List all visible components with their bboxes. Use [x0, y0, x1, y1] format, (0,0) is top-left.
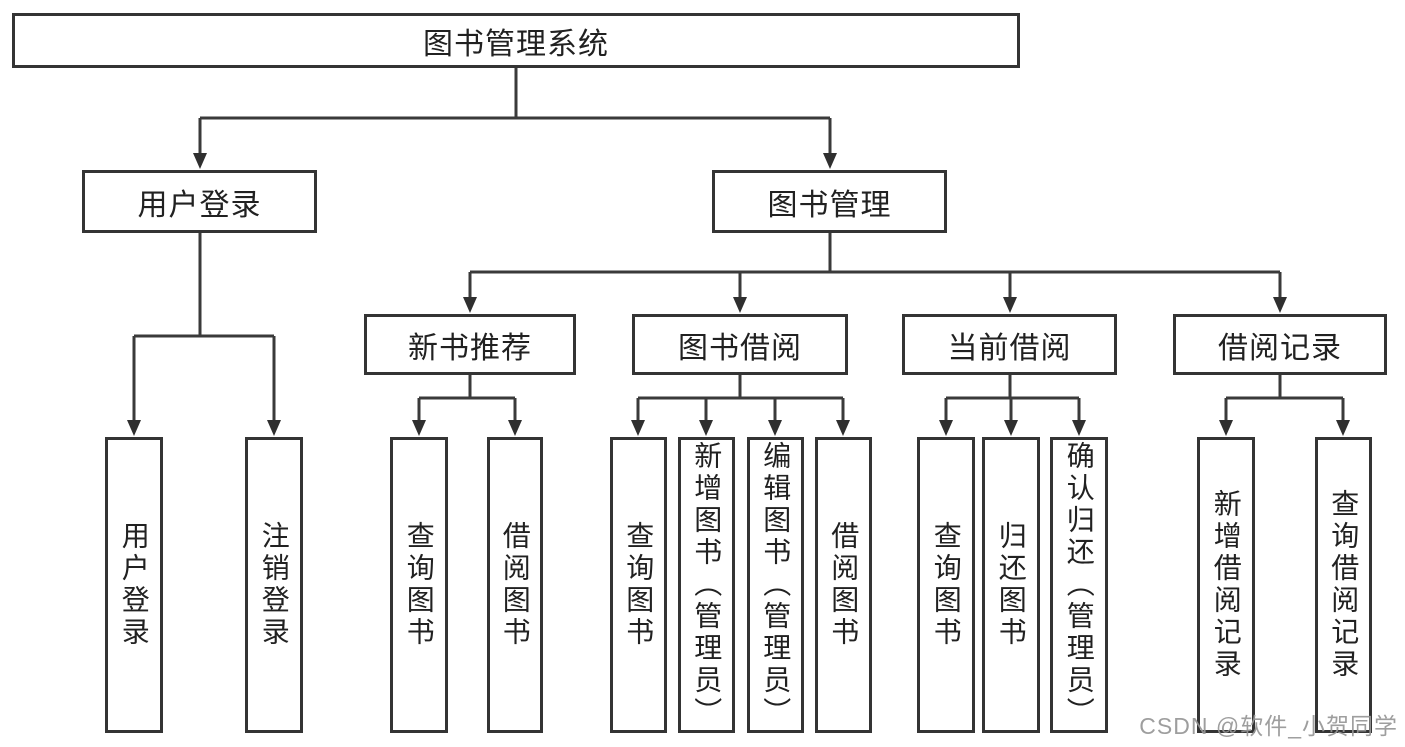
arrowhead — [733, 297, 747, 313]
arrowhead — [1219, 420, 1233, 436]
arrowhead — [1004, 420, 1018, 436]
node-user-login-module: 用户登录 — [82, 170, 317, 233]
arrowhead — [267, 420, 281, 436]
arrowhead — [1003, 297, 1017, 313]
connector-current-borrow-to-children — [944, 375, 1081, 422]
leaf-user-login: 用户登录 — [105, 437, 163, 733]
arrowheads — [127, 153, 1350, 436]
connector-root-to-modules — [198, 68, 832, 154]
node-book-management-module-label: 图书管理 — [767, 188, 892, 222]
leaf-query-books-recommend-label: 查询图书 — [403, 521, 435, 649]
leaf-add-books-admin: 新增图书（管理员） — [678, 437, 735, 733]
node-book-management-module: 图书管理 — [712, 170, 947, 233]
leaf-add-borrow-record: 新增借阅记录 — [1197, 437, 1255, 733]
leaf-add-books-admin-label: 新增图书（管理员） — [691, 441, 723, 729]
leaf-query-borrow-record: 查询借阅记录 — [1315, 437, 1372, 733]
node-new-book-recommend-label: 新书推荐 — [408, 331, 532, 365]
leaf-logout: 注销登录 — [245, 437, 303, 733]
leaf-query-books-current: 查询图书 — [917, 437, 975, 733]
connector-user-login-to-children — [132, 233, 276, 422]
csdn-watermark: CSDN @软件_小贺同学 — [1139, 713, 1398, 739]
leaf-query-borrow-record-label: 查询借阅记录 — [1328, 489, 1360, 681]
leaf-add-borrow-record-label: 新增借阅记录 — [1210, 489, 1242, 681]
node-root-label: 图书管理系统 — [423, 27, 609, 61]
leaf-query-books-current-label: 查询图书 — [930, 521, 962, 649]
arrowhead — [193, 153, 207, 169]
node-book-borrow-label: 图书借阅 — [678, 331, 802, 365]
leaf-query-books-borrow: 查询图书 — [610, 437, 667, 733]
leaf-query-books-recommend: 查询图书 — [390, 437, 448, 733]
node-root: 图书管理系统 — [12, 13, 1020, 68]
connector-paths — [132, 68, 1345, 422]
node-borrow-records: 借阅记录 — [1173, 314, 1387, 375]
arrowhead — [631, 420, 645, 436]
node-current-borrow: 当前借阅 — [902, 314, 1117, 375]
leaf-return-books-label: 归还图书 — [995, 521, 1027, 649]
leaf-borrow-books-recommend-label: 借阅图书 — [499, 521, 531, 649]
arrowhead — [939, 420, 953, 436]
leaf-confirm-return-admin-label: 确认归还（管理员） — [1063, 441, 1095, 729]
leaf-return-books: 归还图书 — [982, 437, 1040, 733]
leaf-edit-books-admin-label: 编辑图书（管理员） — [760, 441, 792, 729]
connector-new-book-rec-to-children — [417, 375, 517, 422]
arrowhead — [699, 420, 713, 436]
node-borrow-records-label: 借阅记录 — [1218, 331, 1342, 365]
arrowhead — [463, 297, 477, 313]
arrowhead — [412, 420, 426, 436]
leaf-borrow-books-recommend: 借阅图书 — [487, 437, 543, 733]
arrowhead — [508, 420, 522, 436]
arrowhead — [1072, 420, 1086, 436]
arrowhead — [1336, 420, 1350, 436]
arrowhead — [127, 420, 141, 436]
connector-book-borrow-to-children — [636, 375, 845, 422]
node-current-borrow-label: 当前借阅 — [947, 331, 1072, 365]
leaf-borrow-books: 借阅图书 — [815, 437, 872, 733]
node-user-login-module-label: 用户登录 — [137, 188, 262, 222]
arrowhead — [836, 420, 850, 436]
leaf-confirm-return-admin: 确认归还（管理员） — [1050, 437, 1108, 733]
arrowhead — [1273, 297, 1287, 313]
node-new-book-recommend: 新书推荐 — [364, 314, 576, 375]
leaf-borrow-books-label: 借阅图书 — [828, 521, 860, 649]
arrowhead — [823, 153, 837, 169]
connector-book-mgmt-to-submodules — [468, 233, 1282, 299]
leaf-query-books-borrow-label: 查询图书 — [623, 521, 655, 649]
leaf-edit-books-admin: 编辑图书（管理员） — [747, 437, 804, 733]
leaf-user-login-label: 用户登录 — [118, 521, 150, 649]
arrowhead — [768, 420, 782, 436]
leaf-logout-label: 注销登录 — [258, 521, 290, 649]
connector-borrow-records-to-children — [1224, 375, 1345, 422]
node-book-borrow: 图书借阅 — [632, 314, 848, 375]
